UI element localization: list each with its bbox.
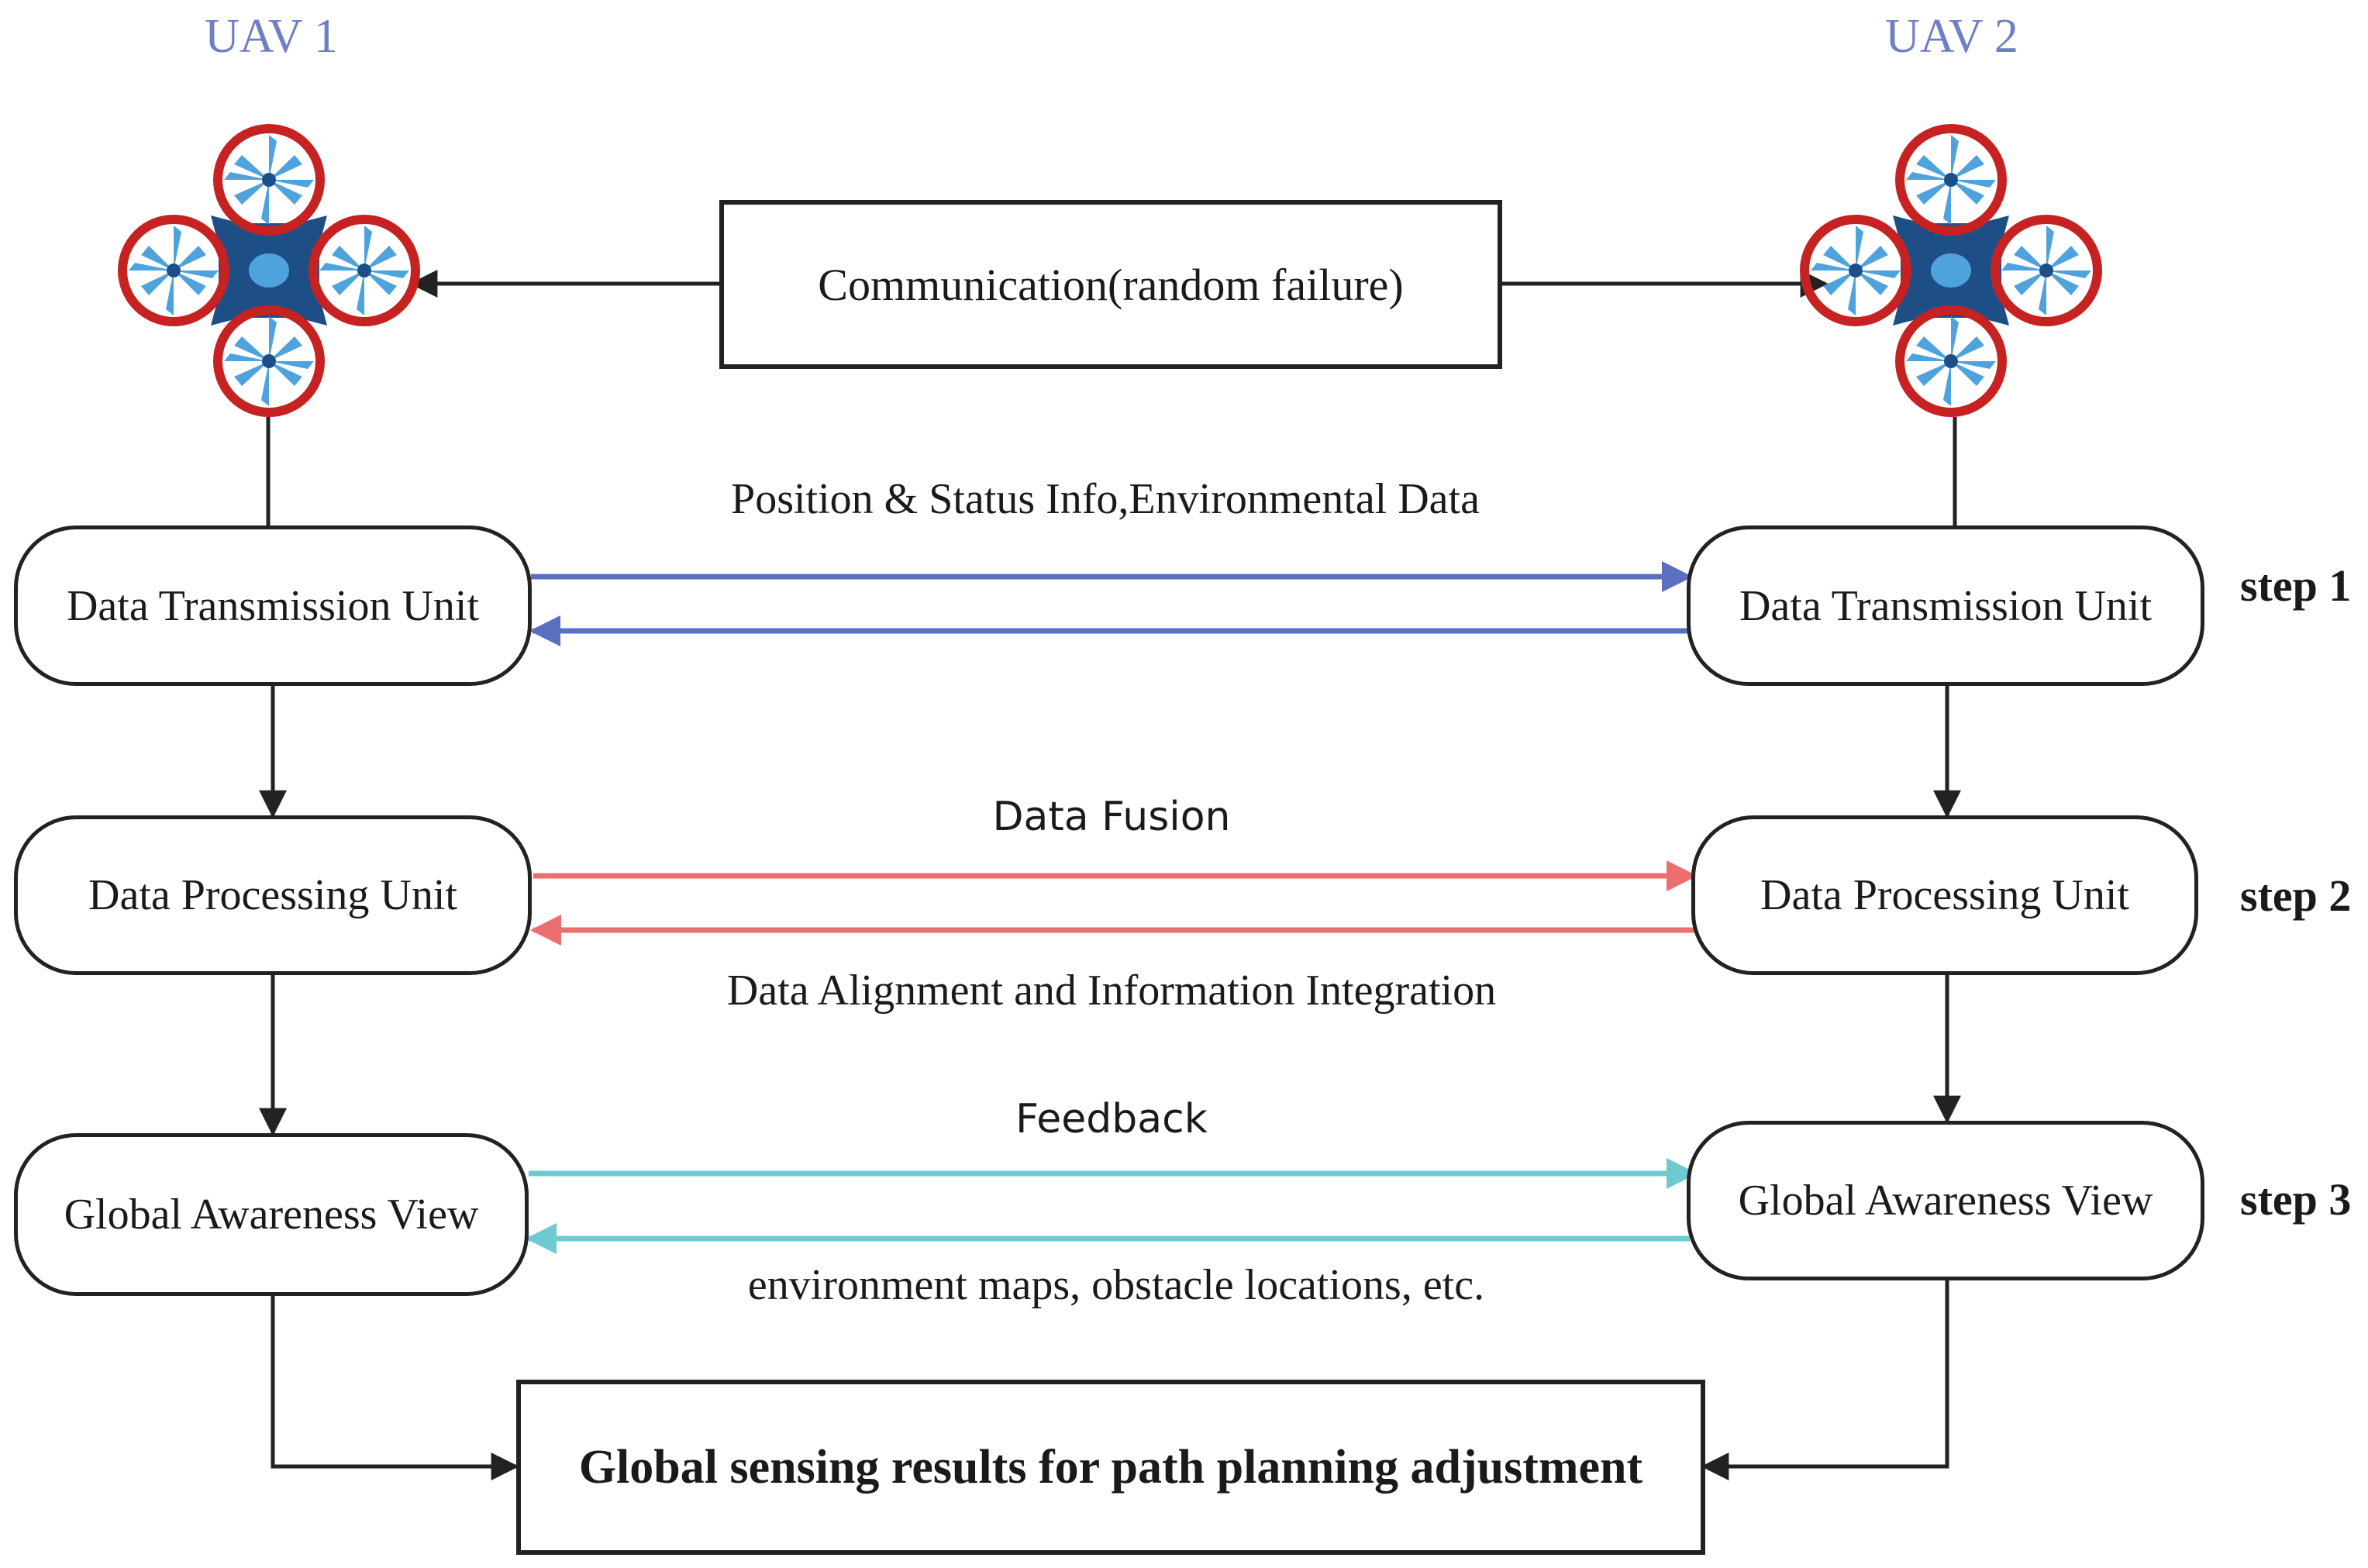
step-2-label: step 2: [2240, 870, 2352, 921]
uav1-data-transmission-unit: Data Transmission Unit: [14, 526, 532, 686]
arrow-uav2-awareness-to-result: [1701, 1280, 1949, 1480]
step-1-label: step 1: [2240, 560, 2352, 611]
step1-link-label: Position & Status Info,Environmental Dat…: [731, 475, 1480, 523]
step3-bottom-link-label: environment maps, obstacle locations, et…: [747, 1261, 1485, 1309]
quadcopter-drone-icon: [1800, 124, 2102, 417]
global-sensing-result-box: Global sensing results for path planning…: [516, 1380, 1705, 1555]
arrow-uav1-awareness-to-result: [271, 1296, 519, 1480]
communication-label: Communication(random failure): [818, 259, 1404, 310]
uav2-title: UAV 2: [1885, 10, 2018, 63]
unit-label: Global Awareness View: [64, 1191, 479, 1239]
unit-label: Data Processing Unit: [1760, 871, 2129, 919]
uav2-data-transmission-unit: Data Transmission Unit: [1687, 526, 2204, 686]
step3-top-link-label: Feedback: [1015, 1096, 1208, 1142]
unit-label: Data Processing Unit: [88, 871, 457, 919]
uav2-data-processing-unit: Data Processing Unit: [1691, 815, 2198, 975]
step2-bottom-link-label: Data Alignment and Information Integrati…: [726, 967, 1497, 1015]
uav1-title: UAV 1: [205, 10, 338, 63]
result-label: Global sensing results for path planning…: [578, 1440, 1643, 1494]
uav1-global-awareness-view: Global Awareness View: [14, 1133, 529, 1296]
step2-top-link-label: Data Fusion: [992, 794, 1231, 840]
step-3-label: step 3: [2240, 1174, 2352, 1225]
communication-box: Communication(random failure): [719, 200, 1502, 369]
unit-label: Global Awareness View: [1738, 1177, 2153, 1225]
unit-label: Data Transmission Unit: [66, 581, 480, 630]
quadcopter-drone-icon: [118, 124, 420, 417]
uav2-global-awareness-view: Global Awareness View: [1687, 1121, 2204, 1280]
uav1-data-processing-unit: Data Processing Unit: [14, 815, 532, 975]
unit-label: Data Transmission Unit: [1739, 581, 2153, 630]
